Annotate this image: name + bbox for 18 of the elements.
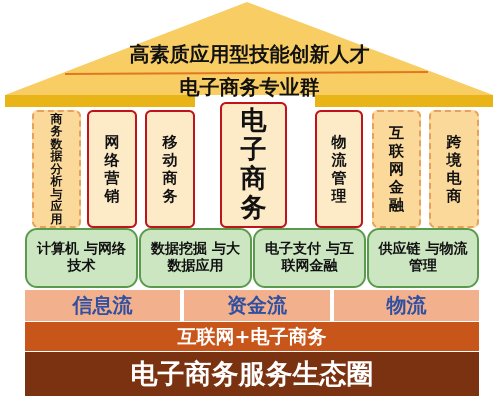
roof-title: 高素质应用型技能创新人才 [128, 42, 370, 66]
column-box: 网络营销 [87, 110, 137, 228]
column-box: 移动商务 [145, 110, 195, 228]
roof-subtitle: 电子商务专业群 [178, 76, 320, 98]
column-box: 跨境电商 [429, 110, 479, 228]
course-box: 计算机 与网络技术 [25, 228, 138, 288]
flow-band: 信息流 [25, 290, 180, 321]
base-band: 互联网+电子商务 [25, 322, 479, 351]
column-box: 电子商务 [220, 102, 287, 228]
flow-band: 物流 [334, 290, 479, 321]
column-box: 物流管理 [315, 110, 363, 228]
course-box: 电子支付 与互联网金融 [253, 228, 366, 288]
flow-band: 资金流 [184, 290, 330, 321]
base-band: 电子商务服务生态圈 [25, 352, 479, 396]
column-box: 互联网金融 [372, 110, 421, 228]
column-box: 商务数据分析与应用 [32, 110, 81, 228]
course-box: 数据挖掘 与大数据应用 [139, 228, 252, 288]
course-box: 供应链 与物流管理 [367, 228, 479, 288]
